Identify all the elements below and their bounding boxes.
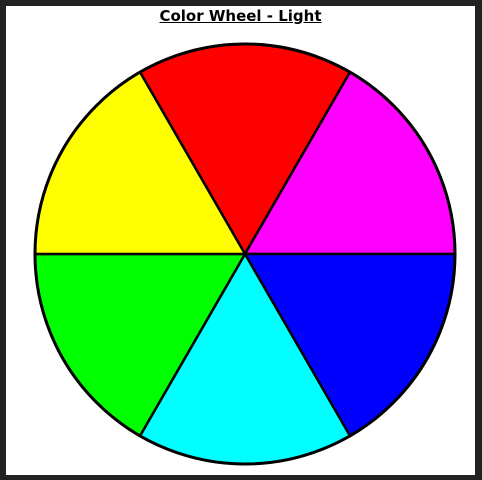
- color-wheel: [33, 42, 457, 466]
- wheel-outline: [33, 42, 457, 466]
- diagram-title: Color Wheel - Light: [159, 7, 322, 25]
- wheel-segments: [33, 42, 457, 466]
- diagram-panel: Color Wheel - Light: [6, 6, 475, 475]
